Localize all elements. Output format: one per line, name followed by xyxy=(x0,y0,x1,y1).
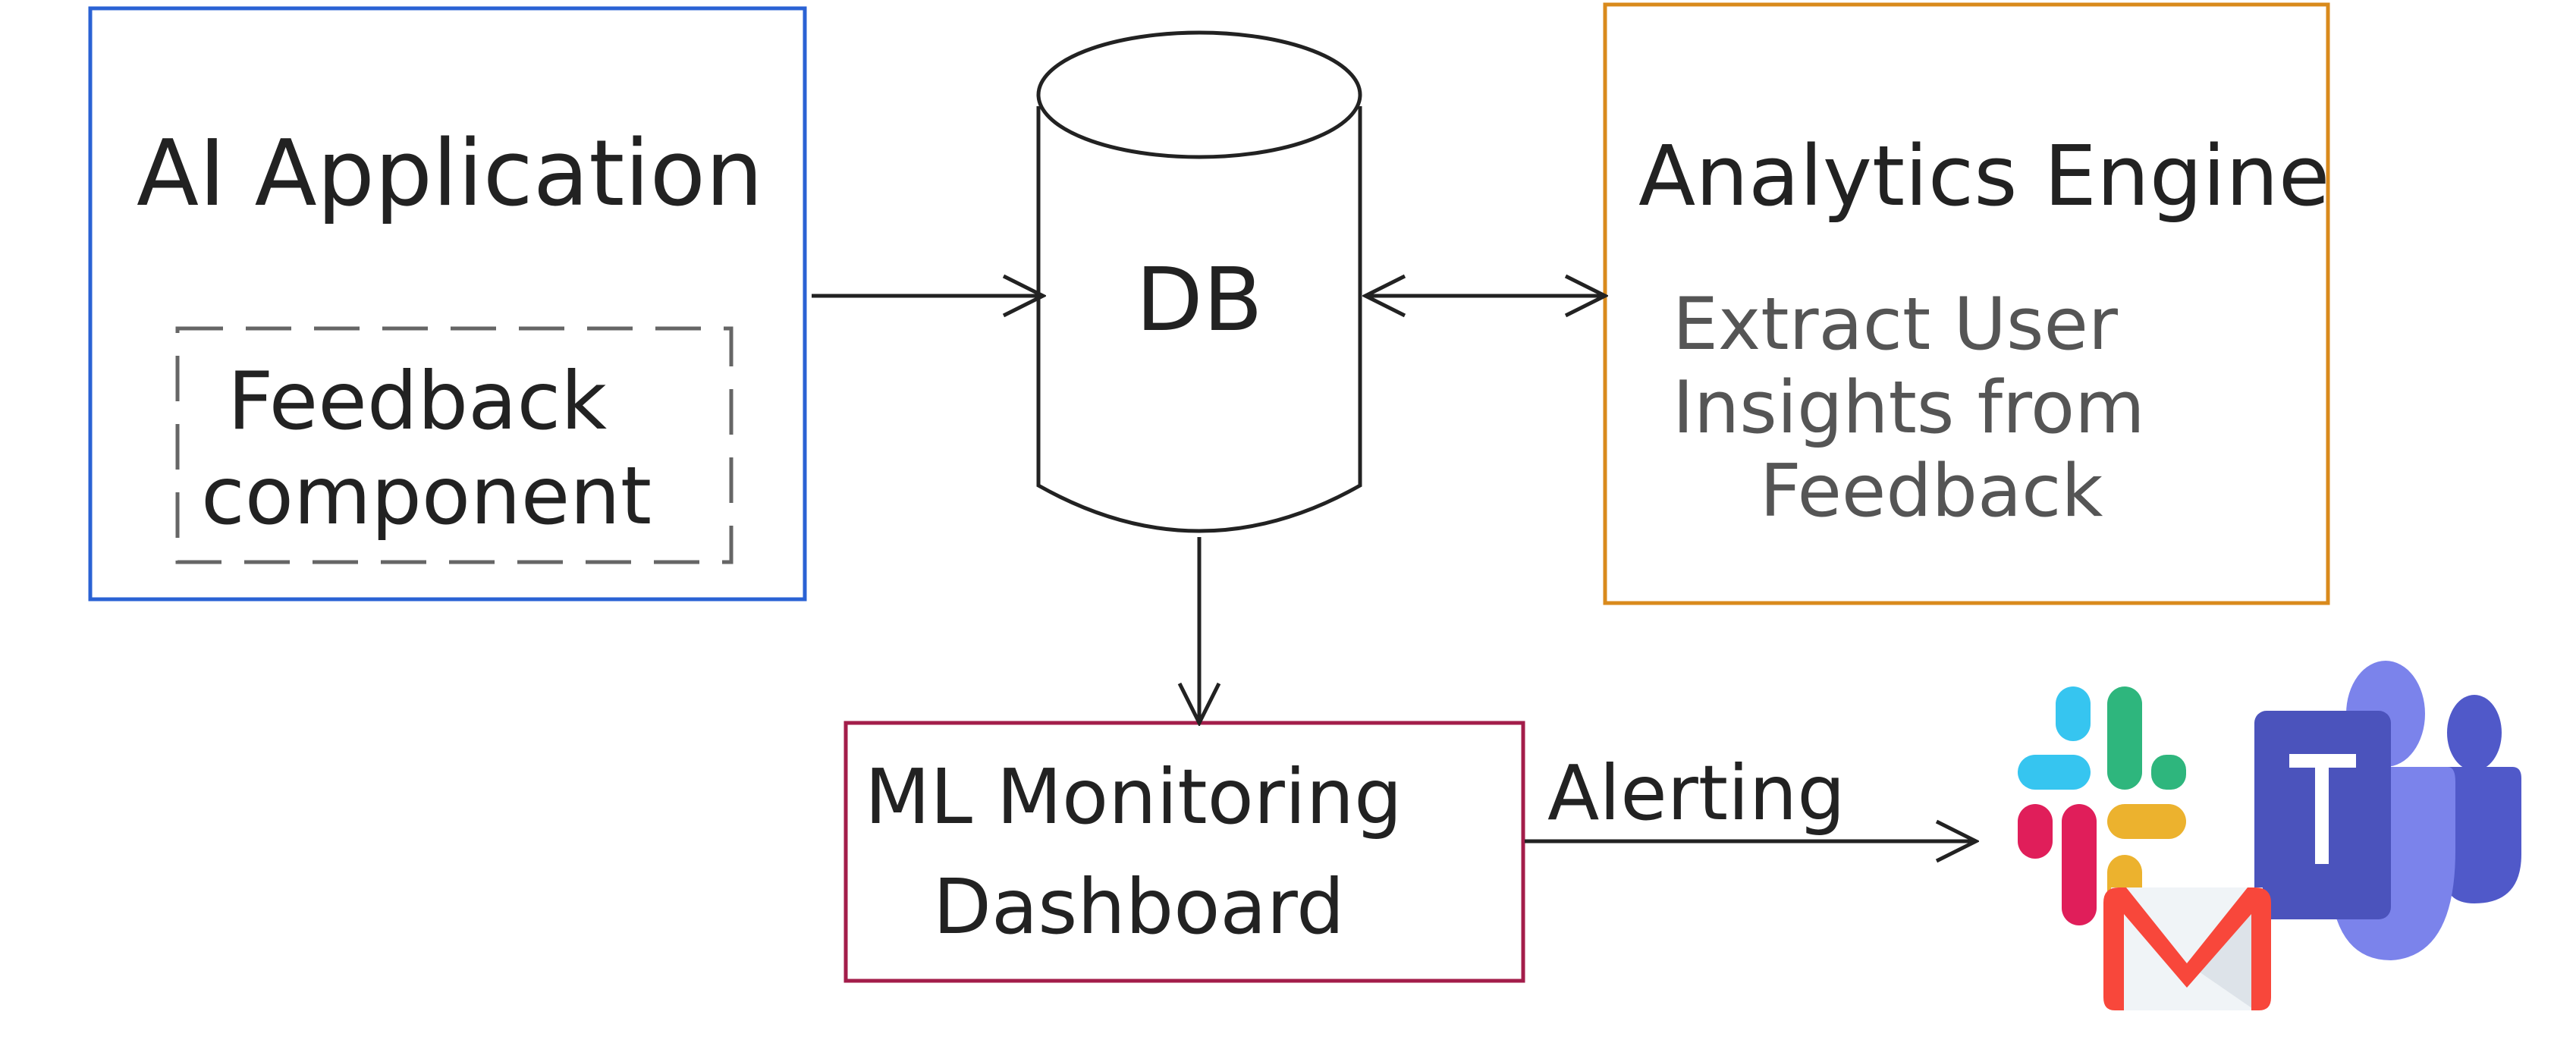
analytics-engine-box: Analytics Engine Extract User Insights f… xyxy=(1603,2,2330,605)
ml-monitoring-dashboard-box: ML Monitoring Dashboard xyxy=(843,721,1525,983)
slack-icon xyxy=(2018,686,2186,925)
analytics-desc-2: Insights from xyxy=(1673,366,2145,450)
feedback-component-label-2: component xyxy=(201,450,652,542)
ai-application-box: AI Application xyxy=(88,6,807,602)
ai-application-label: AI Application xyxy=(137,121,763,227)
analytics-desc-1: Extract User xyxy=(1673,283,2119,366)
analytics-desc-3: Feedback xyxy=(1760,450,2103,533)
dashboard-label-1: ML Monitoring xyxy=(865,752,1403,841)
db-label: DB xyxy=(1136,250,1262,351)
analytics-engine-label: Analytics Engine xyxy=(1638,127,2329,225)
gmail-icon xyxy=(2103,887,2271,1010)
feedback-component-label-1: Feedback xyxy=(228,355,607,448)
microsoft-teams-icon xyxy=(2254,661,2521,960)
alerting-label: Alerting xyxy=(1547,749,1846,837)
dashboard-label-2: Dashboard xyxy=(933,862,1345,951)
feedback-component-box: Feedback component xyxy=(175,326,734,564)
db-cylinder: DB xyxy=(1036,30,1362,533)
